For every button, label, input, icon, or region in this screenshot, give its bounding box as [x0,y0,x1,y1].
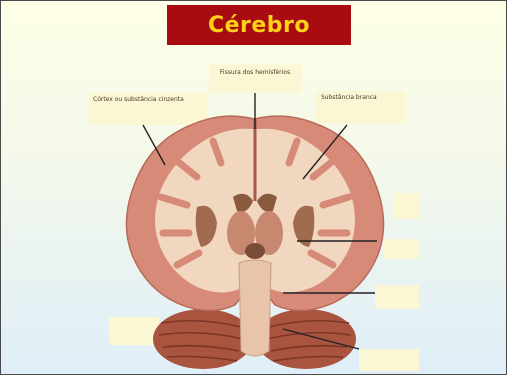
brainstem [239,260,271,356]
